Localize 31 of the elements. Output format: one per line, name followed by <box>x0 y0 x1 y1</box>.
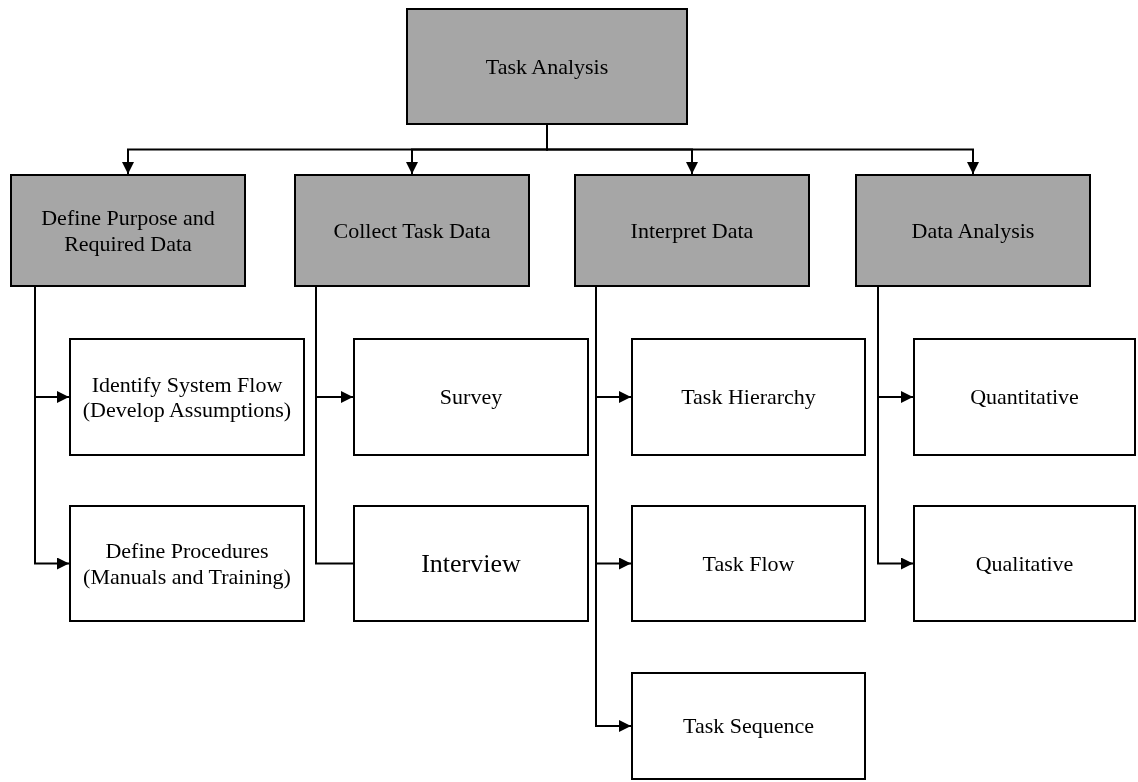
arrow <box>877 286 914 570</box>
process-box <box>353 505 589 622</box>
box-label: Qualitative <box>975 550 1074 577</box>
box-label: Survey <box>439 384 503 410</box>
process-box <box>69 338 305 456</box>
process-box <box>631 338 866 456</box>
box-label: Collect Task Data <box>333 217 491 244</box>
box-label: Identify System Flow (Develop Assumptions) <box>81 371 293 423</box>
category-box <box>406 8 688 125</box>
connector-line <box>315 286 354 565</box>
box-label: Task Hierarchy <box>681 384 816 410</box>
box-label: Interpret Data <box>630 217 754 244</box>
category-box <box>574 174 810 287</box>
box-label: Task Flow <box>702 550 795 577</box>
process-box <box>631 505 866 622</box>
process-box <box>69 505 305 622</box>
box-label: Interview <box>421 548 521 579</box>
box-label: Task Sequence <box>683 713 814 739</box>
arrow <box>34 286 70 570</box>
process-box <box>913 505 1136 622</box>
category-box <box>855 174 1091 287</box>
box-label: Define Procedures (Manuals and Training) <box>82 538 292 589</box>
box-label: Task Analysis <box>485 53 609 80</box>
box-label: Quantitative <box>970 384 1079 410</box>
box-label: Define Purpose and Required Data <box>40 205 216 256</box>
category-box <box>10 174 246 287</box>
box-label: Data Analysis <box>911 217 1035 244</box>
category-box <box>294 174 530 287</box>
process-box <box>353 338 589 456</box>
process-box <box>913 338 1136 456</box>
process-box <box>631 672 866 780</box>
